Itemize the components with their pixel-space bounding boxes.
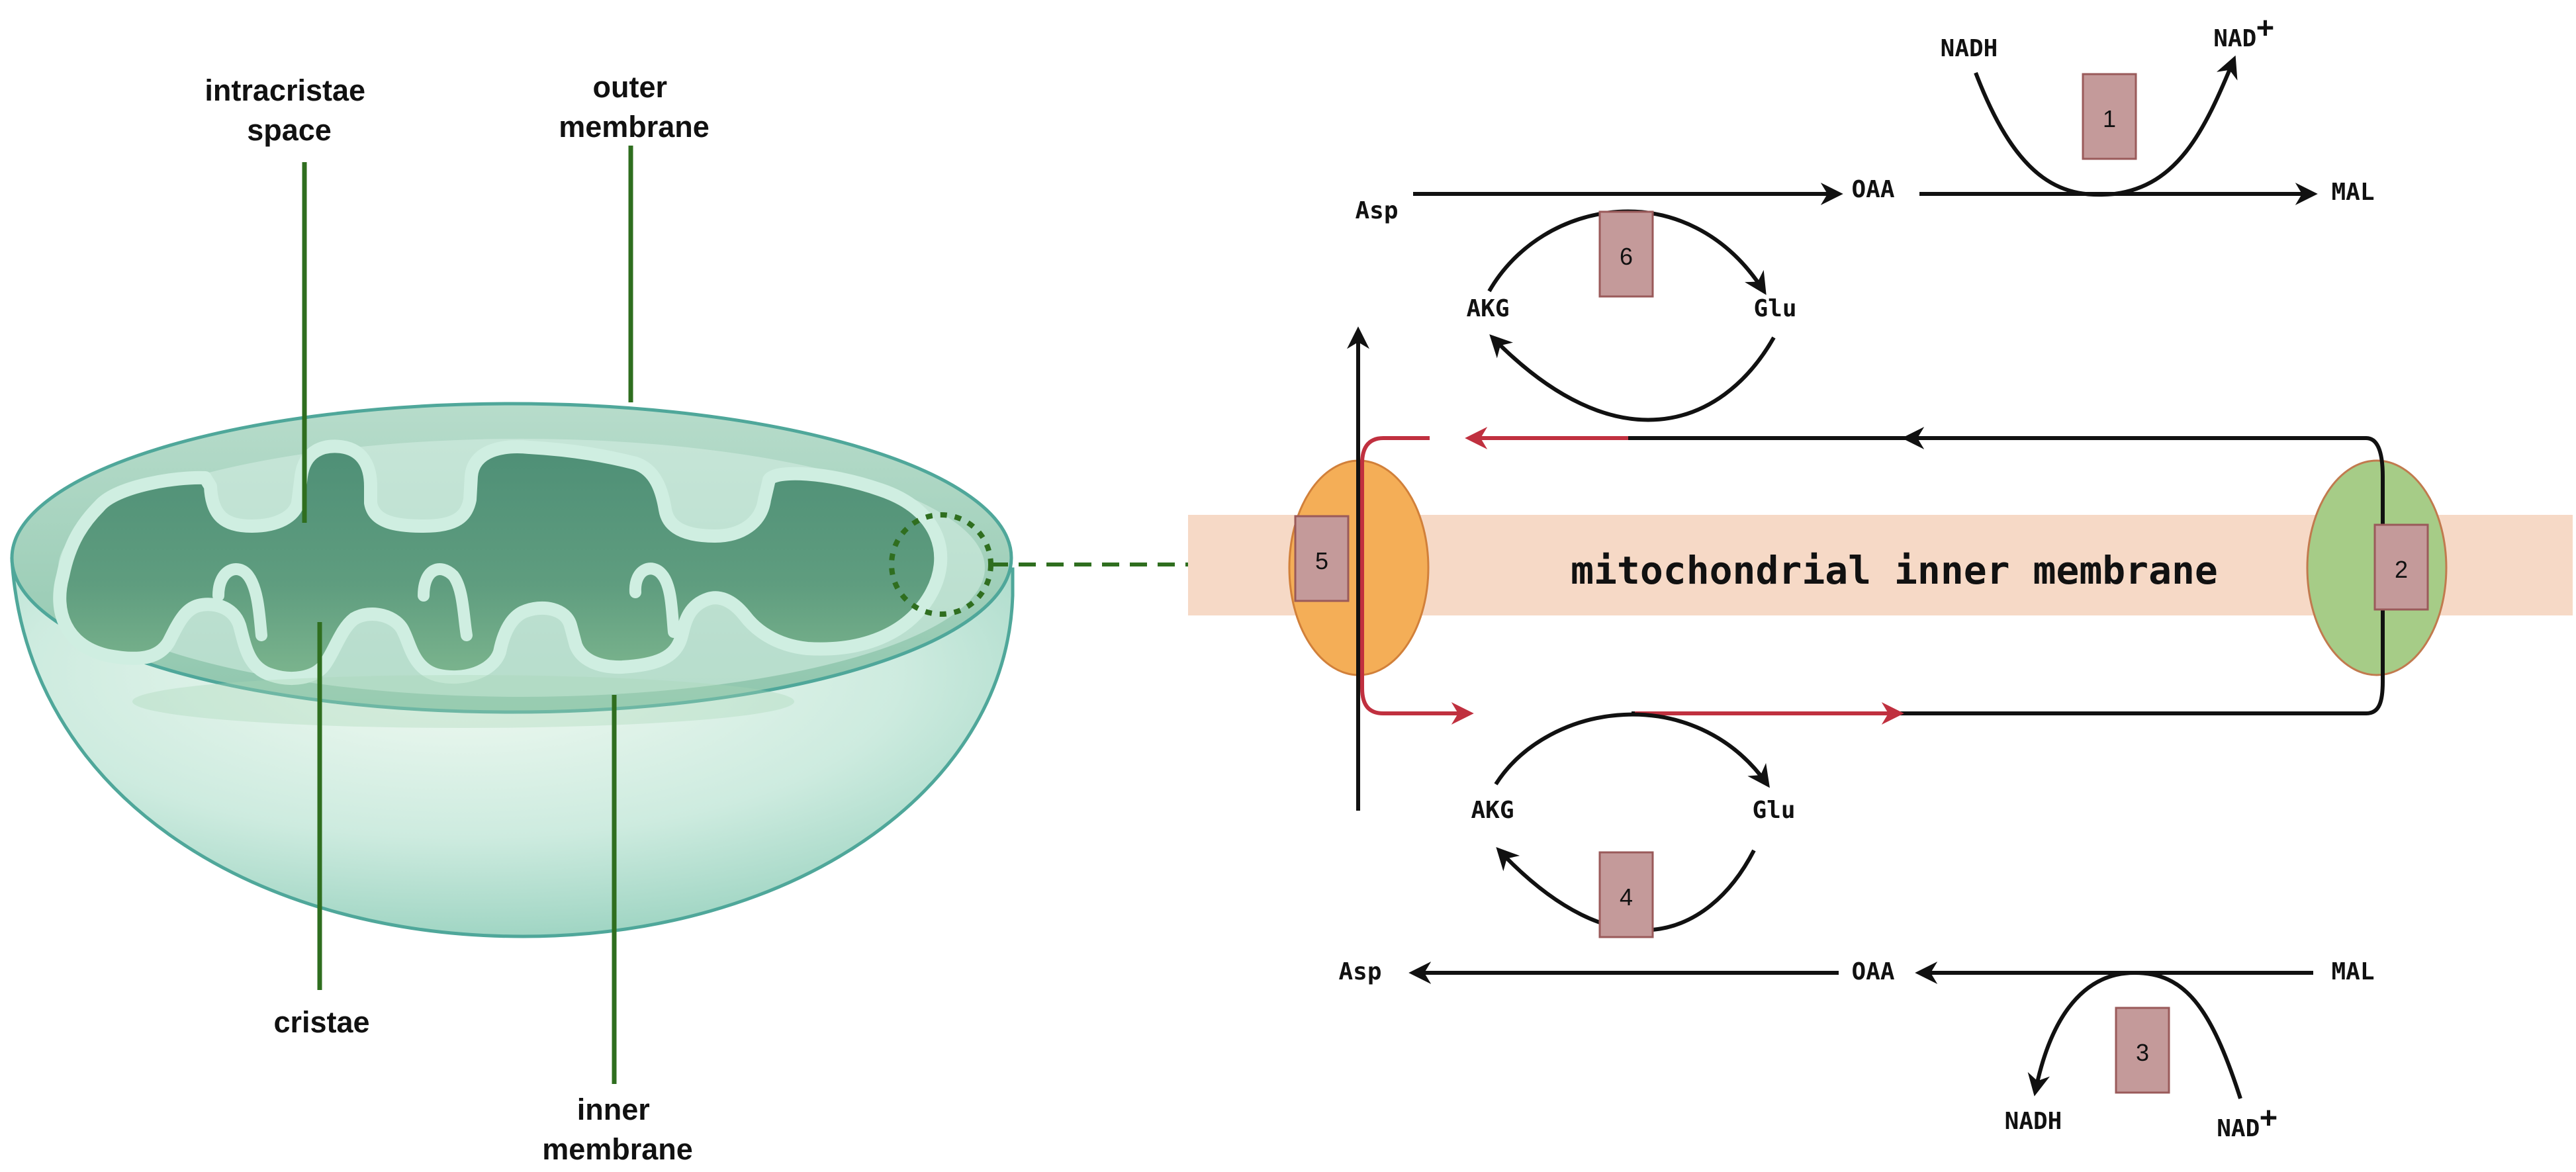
metabolite-asp-bottom: Asp <box>1338 958 1381 985</box>
membrane-label: mitochondrial inner membrane <box>1571 548 2218 593</box>
metabolite-asp-top: Asp <box>1355 197 1398 224</box>
metabolite-mal-bottom: MAL <box>2331 958 2374 985</box>
enzyme-label-5: 5 <box>1315 547 1328 574</box>
enzyme-label-6: 6 <box>1620 243 1633 270</box>
red-top-curve <box>1360 436 1474 725</box>
metabolite-nad-bottom-text: NAD <box>2217 1115 2260 1142</box>
label-leader-lines <box>302 146 633 1084</box>
label-cristae: cristae <box>273 1005 369 1039</box>
metabolite-oaa-top: OAA <box>1851 176 1894 203</box>
label-inner-line2: membrane <box>542 1132 693 1166</box>
enzyme-box-5: 5 <box>1294 515 1350 602</box>
metabolite-nad-bottom: NAD+ <box>2217 1101 2277 1142</box>
enzyme-box-6: 6 <box>1598 210 1654 298</box>
label-outer-line1: outer <box>592 70 667 104</box>
metabolite-nad-bottom-sup: + <box>2260 1101 2277 1134</box>
enzyme-label-2: 2 <box>2395 556 2408 583</box>
arc-akg-to-glu-bottom <box>1494 712 1770 788</box>
label-intracristae-line1: intracristae <box>205 73 365 107</box>
enzyme-box-2: 2 <box>2373 523 2429 611</box>
enzyme-label-1: 1 <box>2103 105 2116 132</box>
metabolite-glu-bottom: Glu <box>1752 797 1795 824</box>
label-outer-line2: membrane <box>559 110 710 144</box>
label-inner-line1: inner <box>577 1093 650 1126</box>
metabolite-oaa-bottom: OAA <box>1851 958 1894 985</box>
enzyme-box-1: 1 <box>2082 73 2137 160</box>
metabolite-labels: NADH NAD+ Asp OAA MAL AKG Glu AKG Glu As… <box>1338 11 2374 1142</box>
metabolite-nad-top-text: NAD <box>2213 25 2256 52</box>
enzyme-label-3: 3 <box>2136 1039 2149 1066</box>
metabolite-akg-top: AKG <box>1466 295 1509 322</box>
enzyme-box-4: 4 <box>1598 851 1654 938</box>
label-intracristae-line2: space <box>247 113 332 147</box>
metabolite-glu-top: Glu <box>1753 295 1796 322</box>
label-inner-membrane: inner membrane <box>542 1093 693 1166</box>
metabolite-nad-top-sup: + <box>2256 11 2274 44</box>
metabolite-nadh-bottom: NADH <box>2005 1108 2062 1135</box>
enzyme-label-4: 4 <box>1620 883 1633 911</box>
inner-membrane-matrix <box>53 439 948 685</box>
metabolite-akg-bottom: AKG <box>1471 797 1514 824</box>
label-intracristae-space: intracristae space <box>205 73 373 147</box>
arc-glu-to-akg-top <box>1489 334 1776 422</box>
metabolite-nad-top: NAD+ <box>2213 11 2274 52</box>
arc-nad-to-nadh-bottom <box>2027 970 2242 1099</box>
enzyme-boxes: 1 2 3 4 5 6 <box>1294 73 2429 1094</box>
metabolite-mal-top: MAL <box>2331 179 2374 206</box>
metabolite-nadh-top: NADH <box>1941 35 1998 62</box>
mitochondrion-illustration <box>10 402 1188 938</box>
label-outer-membrane: outer membrane <box>559 70 710 144</box>
enzyme-box-3: 3 <box>2115 1007 2170 1094</box>
arc-nadh-to-nad-top <box>1974 55 2238 197</box>
